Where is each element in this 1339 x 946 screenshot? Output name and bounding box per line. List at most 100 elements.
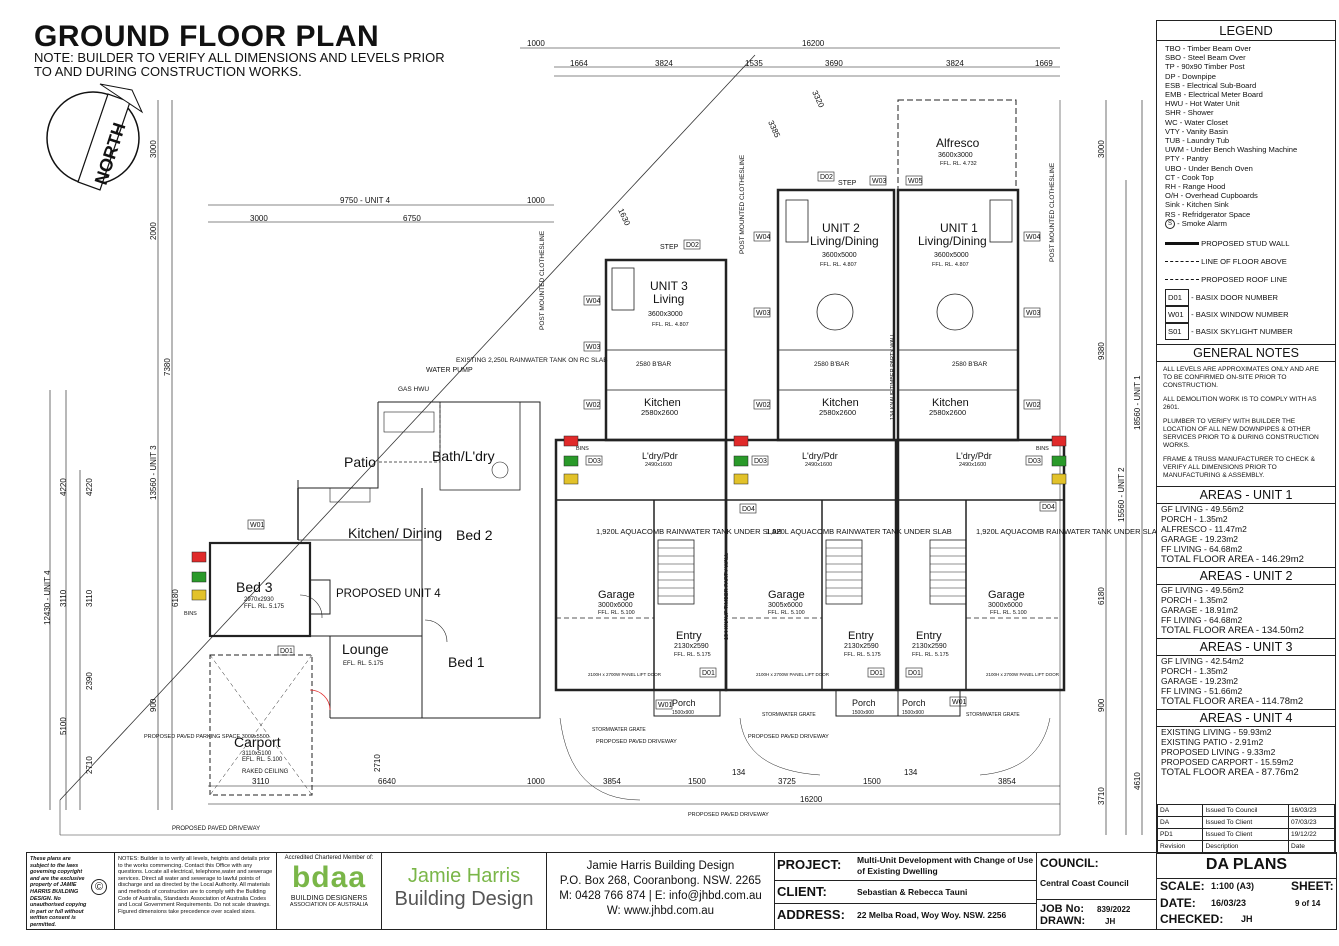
room-carport-size: 3110x5100 (242, 751, 272, 757)
general-notes-title: GENERAL NOTES (1157, 343, 1335, 362)
plans-title: DA PLANS (1157, 853, 1336, 879)
scale-label: SCALE: (1160, 879, 1205, 893)
legend-item: VTY - Vanity Basin (1165, 126, 1229, 136)
unit3-size: 3600x3000 (648, 311, 683, 318)
panel-door-u3: 2100H x 2700W PANEL LIFT DOOR (588, 672, 662, 677)
paved-driveway-u3: PROPOSED PAVED DRIVEWAY (596, 739, 677, 745)
general-note: PLUMBER TO VERIFY WITH BUILDER THE LOCAT… (1163, 417, 1319, 449)
unit2-tank: 1,920L AQUACOMB RAINWATER TANK UNDER SLA… (766, 527, 952, 536)
area-row: GARAGE - 19.23m2 (1161, 533, 1239, 544)
room-bed3-size: 2970x2930 (244, 597, 274, 603)
unit2-porch-size: 1500x900 (852, 710, 874, 716)
dim-diag-3: 1630 (616, 207, 632, 227)
tag-d01-u4: D01 (280, 648, 293, 655)
alfresco-name: Alfresco (936, 136, 980, 150)
copyright-cell: These plans are subject to the laws gove… (27, 853, 115, 929)
party-wall-u3: 134 KNAUF TIMBER PARTY WALL (724, 553, 730, 640)
legend-item: EMB - Electrical Meter Board (1165, 90, 1263, 100)
dim-diag-1: 3320 (810, 89, 826, 109)
dim-left-outer-1: 12430 - UNIT 4 (43, 570, 52, 625)
unit1-porch: Porch (902, 698, 926, 708)
unit3-ffl: FFL. RL. 4.807 (652, 322, 689, 328)
unit4-walls (208, 401, 541, 796)
areas-unit3-title: AREAS - UNIT 3 (1157, 637, 1335, 656)
tag-w02-u2: W02 (756, 402, 771, 409)
brand-cell: Jamie Harris Building Design (382, 853, 547, 929)
unit1-porch-size: 1500x900 (902, 710, 924, 716)
area-row: GF LIVING - 42.54m2 (1161, 655, 1244, 666)
bdaa-logo-icon: bdaa (291, 861, 367, 894)
tag-d04-u2: D04 (742, 506, 755, 513)
dim-left-8: 2710 (85, 756, 94, 774)
dim-bottom-1: 1000 (527, 777, 545, 786)
unit3-tank: 1,920L AQUACOMB RAINWATER TANK UNDER SLA… (596, 527, 782, 536)
job-label: JOB No: (1040, 903, 1084, 915)
dim-top-1: 3824 (655, 59, 673, 68)
water-pump-label: WATER PUMP (426, 367, 473, 374)
dim-top-2: 1535 (745, 59, 763, 68)
accredited-label: Accredited Chartered Member of: (284, 855, 374, 861)
dim-right-outer-1: 18560 - UNIT 1 (1133, 375, 1142, 430)
townhouse-walls (554, 99, 1066, 801)
bins-group: BINS BINS BINS (184, 435, 1067, 617)
legend-item: RH - Range Hood (1165, 182, 1226, 192)
room-bath-ldry: Bath/L'dry (432, 448, 495, 464)
project-value: Multi-Unit Development with Change of Us… (857, 855, 1034, 876)
tag-w01-u1: W01 (952, 699, 967, 706)
bins-label-u1: BINS (1036, 446, 1049, 452)
dim-unit4-total: 9750 - UNIT 4 (340, 196, 391, 205)
area-row: ALFRESCO - 11.47m2 (1161, 523, 1247, 534)
areas-unit2-title: AREAS - UNIT 2 (1157, 566, 1335, 585)
general-note: FRAME & TRUSS MANUFACTURER TO CHECK & VE… (1163, 455, 1316, 479)
company-contact: M: 0428 766 874 | E: info@jhbd.com.au (559, 890, 762, 902)
unit1-tank: 1,920L AQUACOMB RAINWATER TANK UNDER SLA… (976, 527, 1156, 536)
unit3-ldry: L'dry/Pdr (642, 451, 678, 461)
area-row: GARAGE - 18.91m2 (1161, 604, 1239, 615)
checked-value: JH (1241, 914, 1253, 924)
legend-tag-label: - BASIX SKYLIGHT NUMBER (1191, 326, 1293, 336)
unit2-living: Living/Dining (810, 234, 879, 248)
unit2-garage: Garage (768, 589, 805, 601)
unit2-name: UNIT 2 (822, 221, 860, 235)
unit1-garage: Garage (988, 589, 1025, 601)
legend-item: RS - Refridgerator Space (1165, 209, 1251, 219)
area-row: PROPOSED CARPORT - 15.59m2 (1161, 756, 1294, 767)
unit1-entry: Entry (916, 630, 942, 642)
bdaa-line1: BUILDING DESIGNERS (290, 895, 368, 902)
tag-w03-u1: W03 (1026, 310, 1041, 317)
dim-left-5: 6180 (171, 589, 180, 607)
drawn-value: JH (1105, 917, 1116, 926)
dim-right-0: 3000 (1097, 140, 1106, 158)
dim-right-outer-0: 15560 - UNIT 2 (1117, 467, 1126, 522)
area-row: FF LIVING - 64.68m2 (1161, 543, 1243, 554)
unit3-entry-ffl: FFL. RL. 5.175 (674, 652, 711, 658)
unit1-entry-size: 2130x2590 (912, 643, 947, 650)
date-value: 16/03/23 (1211, 898, 1247, 908)
unit1-entry-ffl: FFL. RL. 5.175 (912, 652, 949, 658)
unit1-garage-size: 3000x6000 (988, 602, 1023, 609)
scale-value: 1:100 (A3) (1211, 881, 1255, 891)
rev-cell: DA (1156, 816, 1204, 829)
unit2-size: 3600x5000 (822, 252, 857, 259)
dim-left-6: 2390 (85, 672, 94, 690)
dim-left-outer-0: 13560 - UNIT 3 (149, 445, 158, 500)
company-po: P.O. Box 268, Cooranbong. NSW. 2265 (559, 875, 762, 887)
rev-cell: DA (1156, 804, 1204, 817)
rev-cell: Issued To Client (1202, 828, 1289, 841)
unit1-living: Living/Dining (918, 234, 987, 248)
legend-tag-row: W01 - BASIX WINDOW NUMBER (1157, 305, 1335, 323)
dim-left-outer-2: 4220 (59, 478, 68, 496)
area-row: FF LIVING - 51.66m2 (1161, 685, 1243, 696)
room-raked-ceiling: RAKED CEILING (242, 769, 289, 775)
unit3-ldry-size: 2490x1600 (645, 462, 672, 468)
tag-w02-u1: W02 (1026, 402, 1041, 409)
dim-bottom-5: 1500 (863, 777, 881, 786)
unit1-bbar: 2580 B'BAR (952, 361, 988, 368)
stair-treads (658, 547, 966, 597)
legend-item: DP - Downpipe (1165, 71, 1216, 81)
areas-unit1-title: AREAS - UNIT 1 (1157, 485, 1335, 504)
room-carport-ffl: EFL. RL. 5.100 (242, 757, 283, 763)
tag-w03-u2: W03 (756, 310, 771, 317)
legend-item: TP - 90x90 Timber Post (1165, 62, 1245, 72)
legend-item: SBO - Steel Beam Over (1165, 53, 1246, 63)
